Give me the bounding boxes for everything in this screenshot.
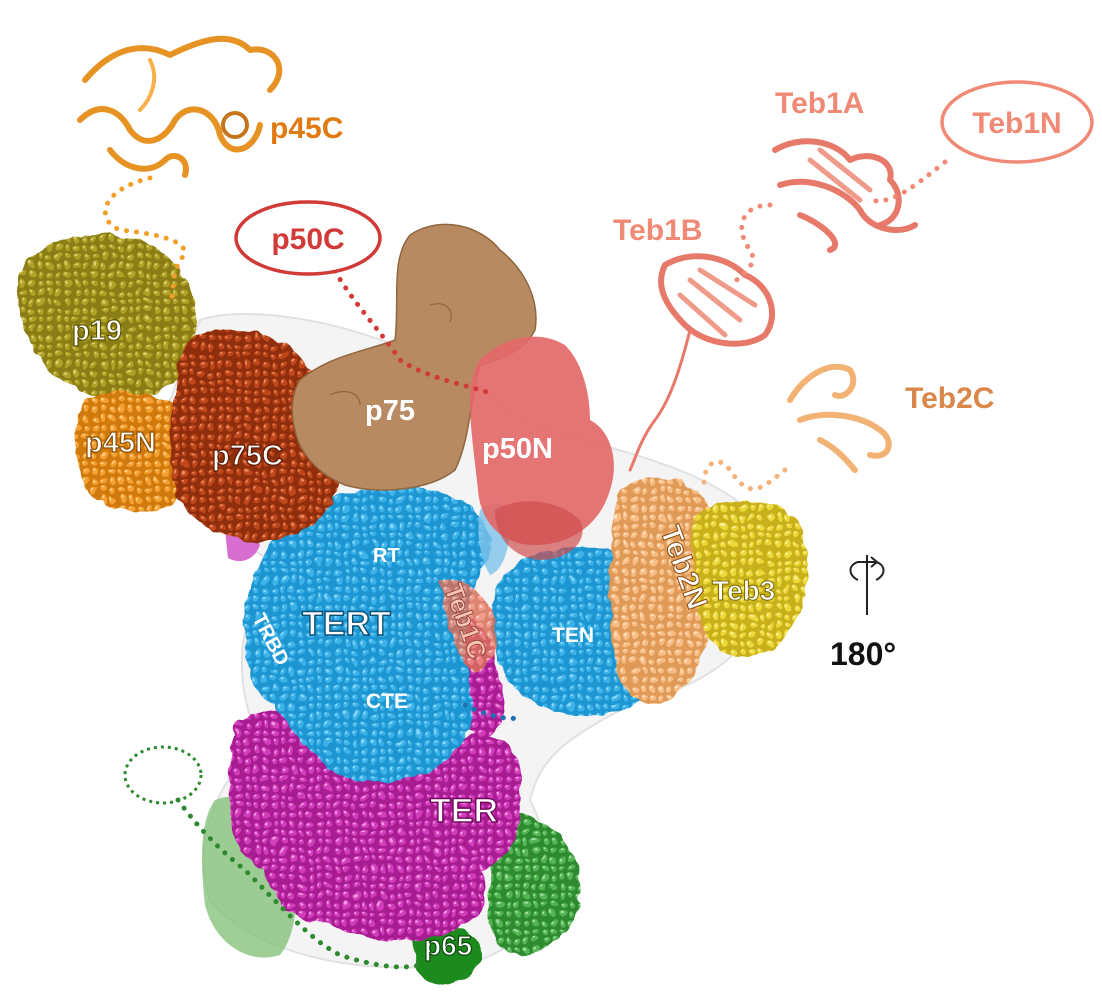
label-p75c: p75C xyxy=(212,440,283,472)
label-teb1a: Teb1A xyxy=(775,87,864,120)
label-teb3: Teb3 xyxy=(712,575,775,606)
p65-nterm-placeholder xyxy=(123,745,203,805)
p50n-density xyxy=(470,336,614,560)
label-p45c: p45C xyxy=(270,112,343,145)
label-p50n: p50N xyxy=(482,433,553,465)
teb1n-linker xyxy=(867,159,948,204)
label-rt: RT xyxy=(373,545,400,567)
label-tert: TERT xyxy=(302,605,391,643)
teb1b-linker xyxy=(732,202,773,285)
label-p45n: p45N xyxy=(85,427,156,459)
label-teb1b: Teb1B xyxy=(613,214,702,247)
label-cte: CTE xyxy=(366,690,408,713)
teb1n-callout xyxy=(940,80,1094,164)
label-p75: p75 xyxy=(365,395,415,427)
label-p19: p19 xyxy=(72,315,122,347)
p45n-surface xyxy=(75,391,194,513)
teb2c-ribbon xyxy=(787,363,892,473)
p45-linker xyxy=(102,175,187,303)
p19-surface xyxy=(17,233,195,399)
teb1b-ribbon xyxy=(628,253,776,472)
teb3-surface xyxy=(691,501,809,657)
teb1c-linker xyxy=(462,702,523,721)
teb1c-surface xyxy=(440,579,497,671)
teb2n-surface xyxy=(610,477,717,705)
rotation-angle: 180° xyxy=(830,636,896,672)
p50-linker xyxy=(327,259,498,398)
label-teb2c: Teb2C xyxy=(905,382,994,415)
label-p65: p65 xyxy=(424,930,472,961)
rotate-axis-icon xyxy=(849,555,885,615)
label-ten: TEN xyxy=(552,624,594,647)
label-teb1n: Teb1N xyxy=(972,107,1061,140)
label-p50c: p50C xyxy=(271,223,344,256)
teb1a-ribbon xyxy=(772,138,918,253)
label-ter: TER xyxy=(430,792,498,830)
flexible-linkers xyxy=(102,159,948,970)
p50c-callout xyxy=(234,200,382,276)
p45c-ribbon xyxy=(77,35,283,178)
teb2c-linker xyxy=(701,459,788,493)
